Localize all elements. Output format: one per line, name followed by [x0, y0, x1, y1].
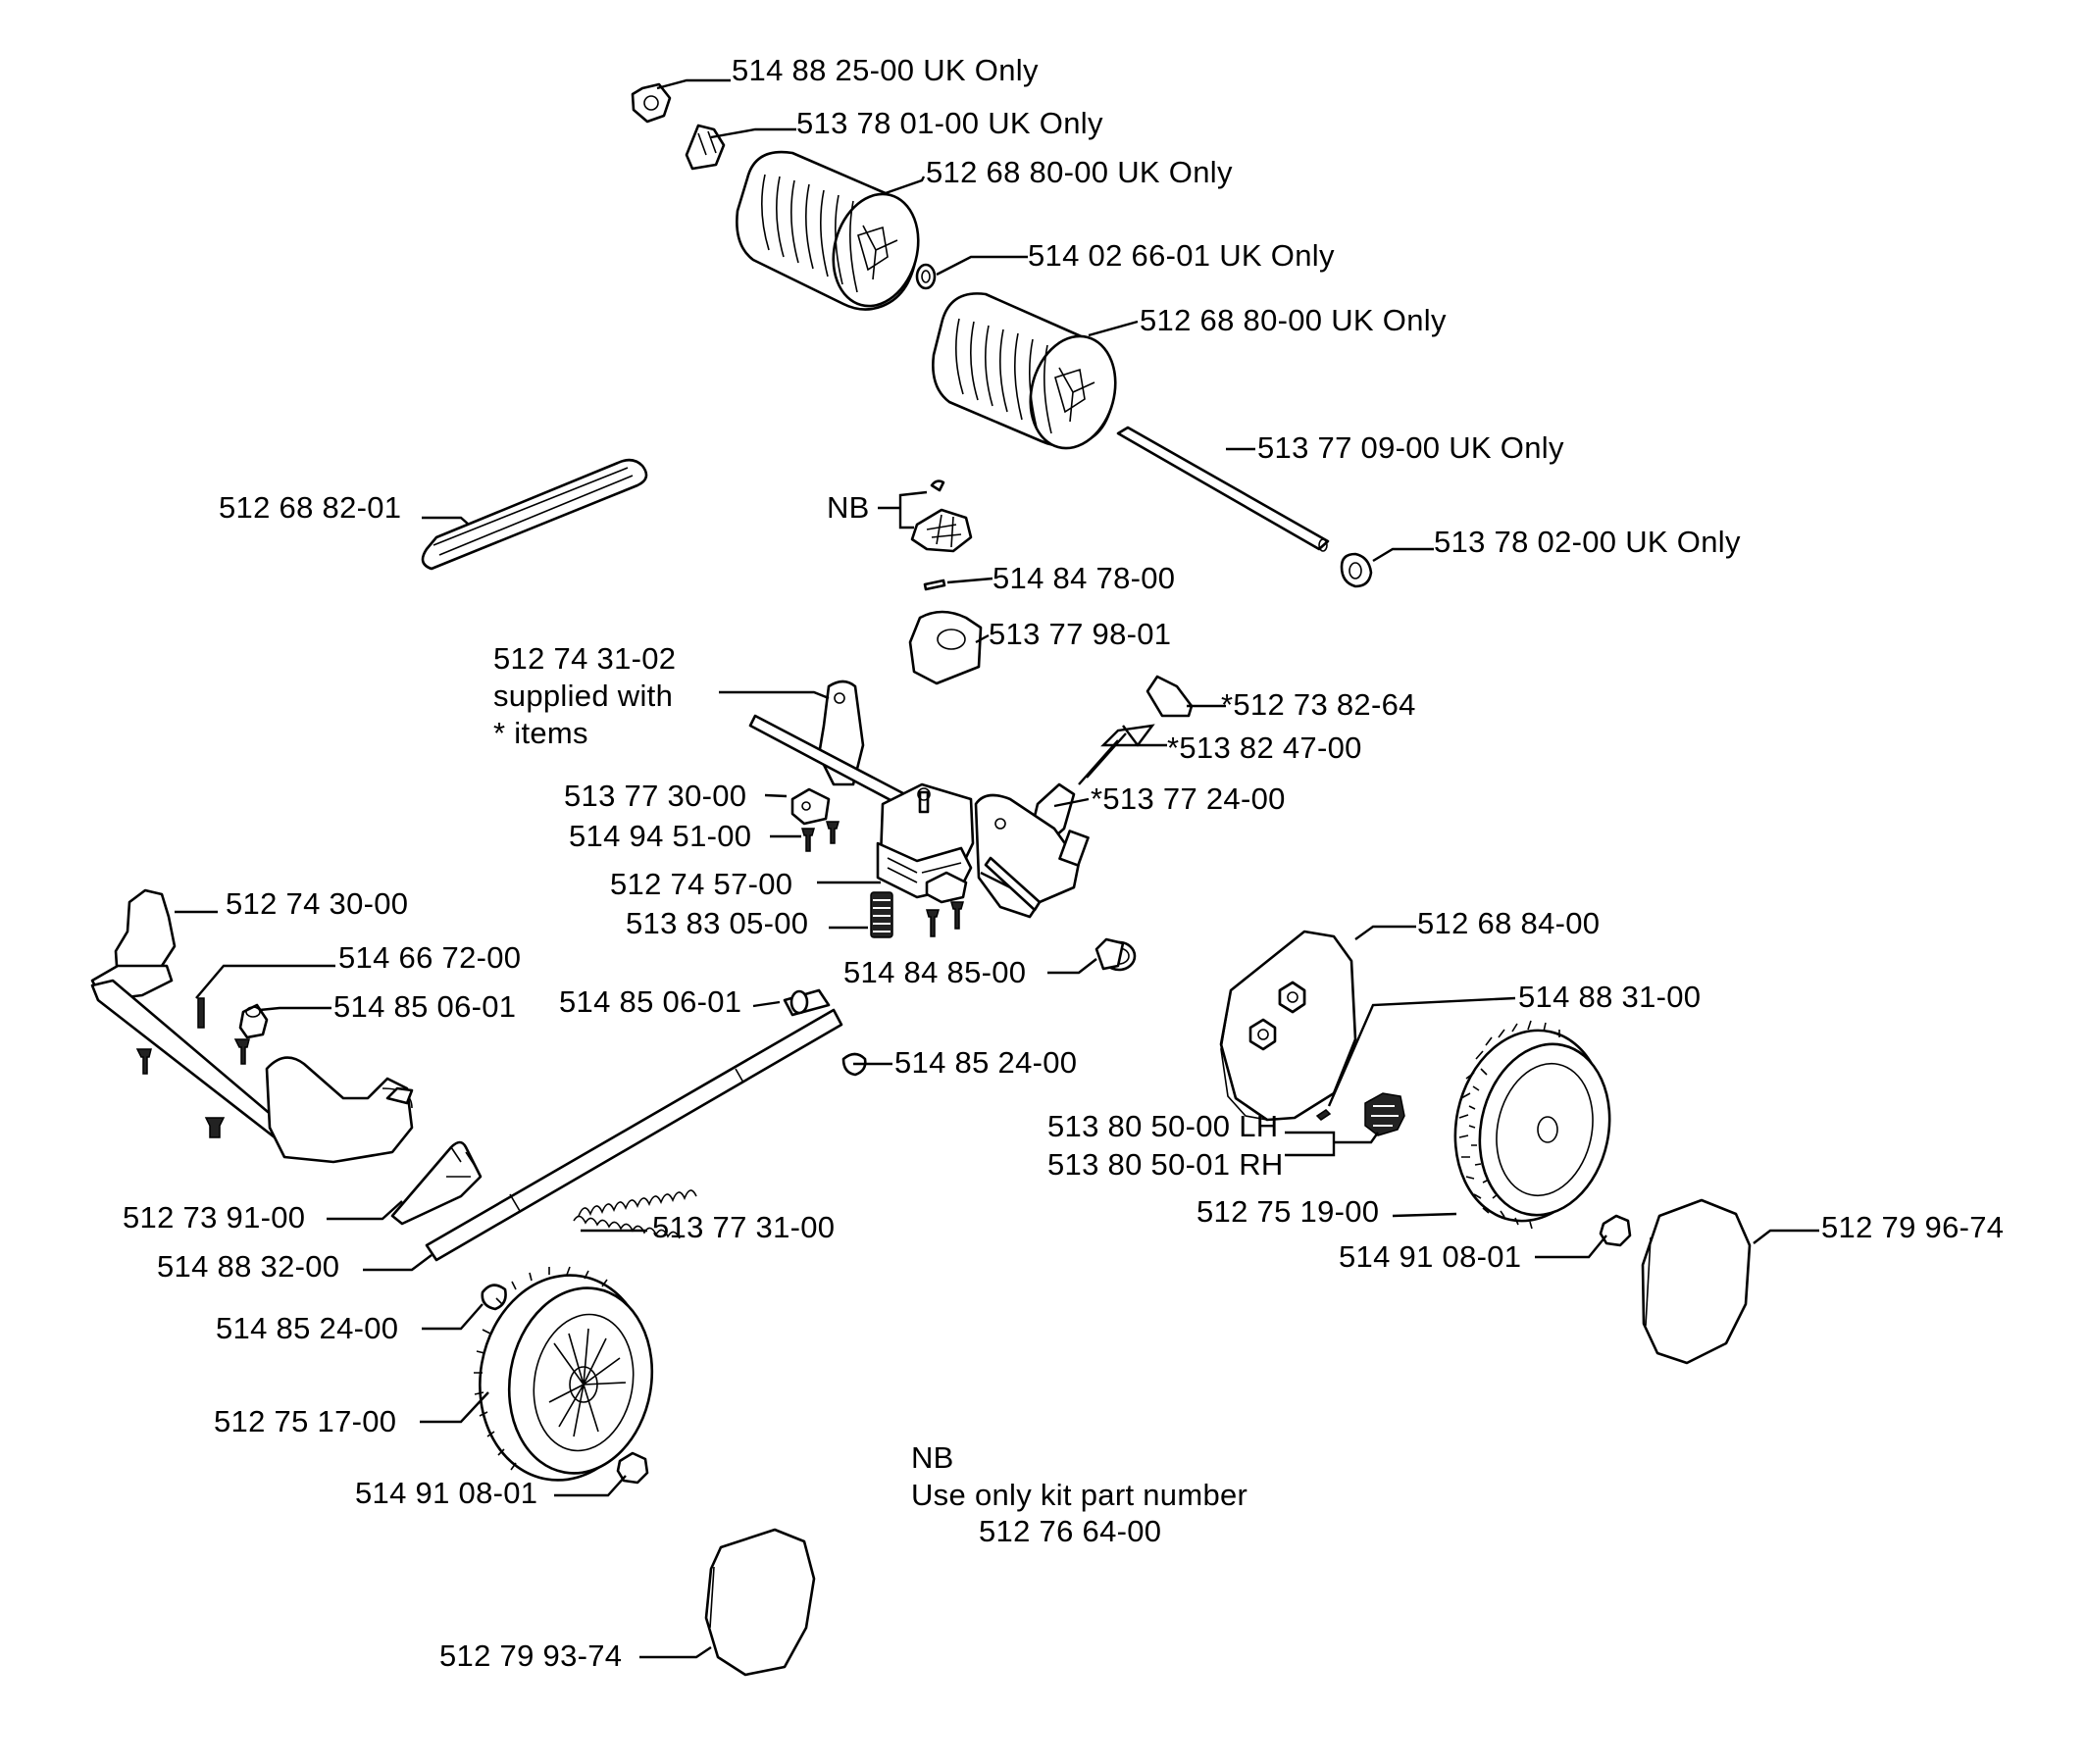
label-512-68-82-01: 512 68 82-01	[219, 490, 401, 525]
bolts-part	[135, 997, 250, 1138]
label-512-73-82-64: *512 73 82-64	[1221, 687, 1416, 722]
washer-part	[915, 263, 937, 290]
label-513-83-05-00: 513 83 05-00	[626, 906, 808, 940]
pin-part	[1315, 1109, 1332, 1121]
label-514-88-31-00: 514 88 31-00	[1518, 980, 1701, 1014]
label-513-77-09-00: 513 77 09-00 UK Only	[1257, 430, 1564, 465]
hex-nut-part	[631, 82, 672, 124]
label-513-77-98-01: 513 77 98-01	[989, 617, 1171, 651]
label-512-68-80-00-b: 512 68 80-00 UK Only	[1140, 303, 1447, 337]
bushing-part	[1094, 937, 1137, 972]
rear-wheel-left-part	[474, 1266, 654, 1482]
note-nb: NB	[911, 1440, 954, 1475]
label-514-88-32-00: 514 88 32-00	[157, 1249, 339, 1284]
label-513-77-31-00: 513 77 31-00	[652, 1210, 835, 1244]
axle-part	[1116, 426, 1330, 552]
bracket-part	[790, 787, 968, 904]
wheel-nut-part	[1599, 1214, 1632, 1247]
axle-rod-part	[425, 988, 843, 1262]
note-use-only-kit: Use only kit part number	[911, 1478, 1247, 1512]
label-514-91-08-01-a: 514 91 08-01	[1339, 1239, 1521, 1274]
label-514-66-72-00: 514 66 72-00	[338, 940, 521, 975]
pin-part	[238, 1003, 269, 1039]
label-514-85-06-01-a: 514 85 06-01	[333, 989, 516, 1024]
height-lever-part	[90, 888, 414, 1164]
label-star-items: * items	[493, 716, 588, 750]
label-512-74-57-00: 512 74 57-00	[610, 867, 792, 901]
drive-belt-part	[421, 458, 648, 571]
hubcap-right-part	[1641, 1198, 1752, 1365]
label-512-74-31-02: 512 74 31-02	[493, 641, 676, 676]
label-513-77-24-00: *513 77 24-00	[1091, 781, 1286, 816]
pivot-bracket-part	[974, 793, 1090, 919]
roller-part	[736, 150, 920, 311]
label-514-85-06-01-b: 514 85 06-01	[559, 984, 741, 1019]
cap-nut-part	[1340, 552, 1373, 588]
label-nb: NB	[827, 490, 870, 525]
label-513-80-50-01-rh: 513 80 50-01 RH	[1047, 1147, 1284, 1182]
kit-note: NB Use only kit part number 512 76 64-00	[911, 1440, 1247, 1548]
spring-part	[870, 891, 893, 938]
label-514-84-85-00: 514 84 85-00	[843, 955, 1026, 989]
note-kit-number: 512 76 64-00	[979, 1514, 1161, 1548]
label-513-78-02-00: 513 78 02-00 UK Only	[1434, 525, 1741, 559]
label-513-82-47-00: *513 82 47-00	[1167, 731, 1362, 765]
label-512-73-91-00: 512 73 91-00	[123, 1200, 305, 1235]
label-512-68-84-00: 512 68 84-00	[1417, 906, 1600, 940]
cap-part	[481, 1284, 507, 1311]
label-512-79-93-74: 512 79 93-74	[439, 1638, 622, 1673]
label-513-78-01-00: 513 78 01-00 UK Only	[796, 106, 1103, 140]
label-514-85-24-00-b: 514 85 24-00	[216, 1311, 398, 1345]
block-part	[908, 610, 983, 685]
roller-part	[932, 292, 1117, 450]
label-514-85-24-00-a: 514 85 24-00	[894, 1045, 1077, 1080]
label-513-77-30-00: 513 77 30-00	[564, 779, 746, 813]
label-512-74-30-00: 512 74 30-00	[226, 886, 408, 921]
label-514-94-51-00: 514 94 51-00	[569, 819, 751, 853]
label-512-75-17-00: 512 75 17-00	[214, 1404, 396, 1438]
label-514-84-78-00: 514 84 78-00	[993, 561, 1175, 595]
label-supplied-with: supplied with	[493, 679, 673, 713]
return-spring-part	[390, 1140, 483, 1226]
label-514-02-66-01: 514 02 66-01 UK Only	[1028, 238, 1335, 273]
label-513-80-50-00-lh: 513 80 50-00 LH	[1047, 1109, 1278, 1143]
label-512-68-80-00-a: 512 68 80-00 UK Only	[926, 155, 1233, 189]
pin-part	[923, 579, 946, 591]
nb-gear-part	[910, 479, 973, 553]
drive-gear-part	[1364, 1092, 1405, 1136]
part-labels: 514 88 25-00 UK Only 513 78 01-00 UK Onl…	[123, 53, 2004, 1673]
label-512-75-19-00: 512 75 19-00	[1196, 1194, 1379, 1229]
label-514-91-08-01-b: 514 91 08-01	[355, 1476, 537, 1510]
wheel-nut-part	[616, 1451, 649, 1485]
leader-lines	[175, 78, 1819, 1659]
coil-spring-part	[573, 1189, 697, 1239]
label-514-88-25-00: 514 88 25-00 UK Only	[732, 53, 1039, 87]
clip-part	[685, 124, 726, 171]
hubcap-left-part	[704, 1528, 816, 1677]
wheel-cover-part	[1219, 930, 1357, 1122]
gearbox-part	[876, 782, 975, 899]
label-512-79-96-74: 512 79 96-74	[1821, 1210, 2004, 1244]
rear-wheel-right-part	[1453, 1020, 1611, 1230]
screws-part	[801, 821, 964, 937]
